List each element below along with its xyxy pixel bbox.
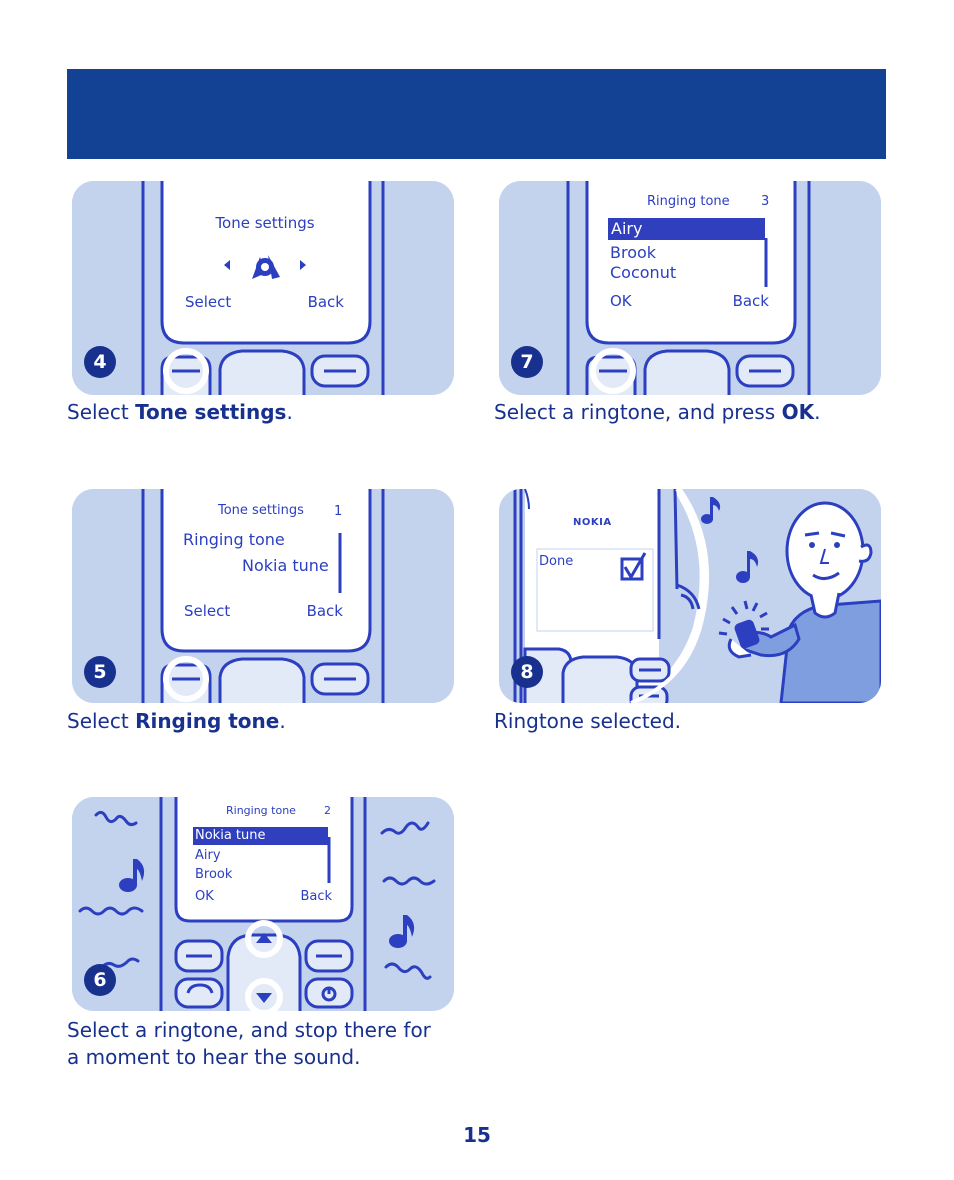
screen-counter: 3 <box>761 194 770 209</box>
screen-title: Ringing tone <box>647 194 730 209</box>
illustration-step-7: Ringing tone 3 Airy Brook Coconut OK Bac… <box>499 181 881 395</box>
illustration-step-6: Ringing tone 2 Nokia tune Airy Brook OK … <box>72 797 454 1011</box>
step-number-badge: 5 <box>84 656 116 688</box>
left-softkey-label: Select <box>184 602 231 620</box>
list-subitem: Nokia tune <box>242 556 329 575</box>
right-softkey-label: Back <box>732 292 769 310</box>
step-number-badge: 8 <box>511 656 543 688</box>
screen-counter: 1 <box>334 504 343 519</box>
illustration-step-4: Tone settings Select Back 4 <box>72 181 454 395</box>
list-item: Coconut <box>610 263 677 282</box>
right-softkey-label: Back <box>300 889 332 904</box>
left-softkey-label: Select <box>185 293 232 311</box>
screen-counter: 2 <box>324 804 331 817</box>
step-5-caption: Select Ringing tone. <box>67 709 286 733</box>
illustration-step-8: NOKIA Done 8 <box>499 489 881 703</box>
step-number-badge: 7 <box>511 346 543 378</box>
tone-settings-icon <box>224 255 306 279</box>
right-softkey-label: Back <box>307 293 344 311</box>
step-4-caption: Select Tone settings. <box>67 400 293 424</box>
screen-title: Tone settings <box>218 503 304 518</box>
list-item: Brook <box>195 867 233 882</box>
left-softkey-label: OK <box>195 889 214 904</box>
step-number-badge: 6 <box>84 964 116 996</box>
caption-line: a moment to hear the sound. <box>67 1045 361 1069</box>
list-item-selected: Airy <box>611 219 643 238</box>
list-item-selected: Nokia tune <box>195 828 266 843</box>
header-bar <box>67 69 886 159</box>
right-softkey-label: Back <box>306 602 343 620</box>
list-item: Brook <box>610 243 657 262</box>
screen-message: Done <box>539 554 574 569</box>
step-8-caption: Ringtone selected. <box>494 709 682 733</box>
step-number-badge: 4 <box>84 346 116 378</box>
list-item: Airy <box>195 848 221 863</box>
phone-brand-logo: NOKIA <box>573 517 612 528</box>
caption-line: Select a ringtone, and stop there for <box>67 1018 431 1042</box>
left-softkey-label: OK <box>610 292 632 310</box>
screen-title: Tone settings <box>215 214 315 232</box>
step-7-caption: Select a ringtone, and press OK. <box>494 400 821 424</box>
illustration-step-5: Tone settings 1 Ringing tone Nokia tune … <box>72 489 454 703</box>
step-6-caption: Select a ringtone, and stop there for a … <box>67 1017 431 1071</box>
list-item: Ringing tone <box>183 530 285 549</box>
page-number: 15 <box>463 1123 491 1147</box>
screen-title: Ringing tone <box>226 804 296 817</box>
